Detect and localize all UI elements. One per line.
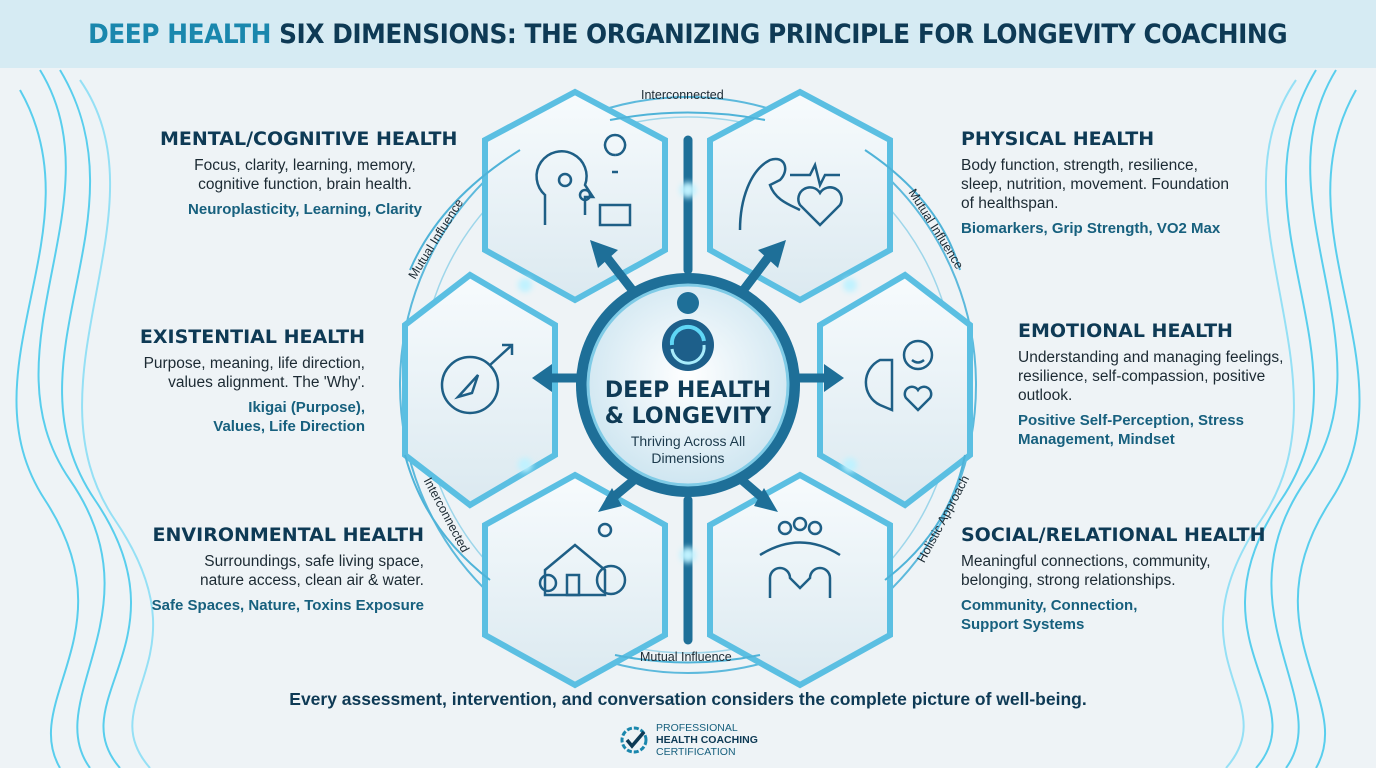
dimension-emotional: EMOTIONAL HEALTH Understanding and manag… <box>1018 320 1288 449</box>
dimension-tags: Ikigai (Purpose), Values, Life Direction <box>213 399 365 435</box>
dimension-physical: PHYSICAL HEALTH Body function, strength,… <box>961 128 1231 238</box>
header-banner: DEEP HEALTH SIX DIMENSIONS: THE ORGANIZI… <box>0 0 1376 68</box>
dimension-description: Body function, strength, resilience, sle… <box>961 157 1229 212</box>
dimension-title: EMOTIONAL HEALTH <box>1018 320 1233 342</box>
flexed-arm-heart-icon <box>738 157 843 231</box>
dimension-social: SOCIAL/RELATIONAL HEALTH Meaningful conn… <box>961 524 1266 634</box>
dimension-title: PHYSICAL HEALTH <box>961 128 1155 150</box>
center-title-line2: & LONGEVITY <box>604 404 772 429</box>
hexagon-mental <box>482 88 668 304</box>
hexagon-existential <box>402 271 558 509</box>
dimension-description: Surroundings, safe living space, nature … <box>199 553 424 589</box>
dimension-tags: Biomarkers, Grip Strength, VO2 Max <box>961 220 1221 237</box>
check-badge-icon <box>620 726 648 754</box>
center-hub: DEEP HEALTH & LONGEVITY Thriving Across … <box>588 378 788 467</box>
title-rest: SIX DIMENSIONS: THE ORGANIZING PRINCIPLE… <box>271 18 1288 50</box>
dimension-title: SOCIAL/RELATIONAL HEALTH <box>961 524 1266 546</box>
dimension-mental: MENTAL/COGNITIVE HEALTH Focus, clarity, … <box>160 128 458 219</box>
page-title: DEEP HEALTH SIX DIMENSIONS: THE ORGANIZI… <box>88 18 1288 50</box>
certification-logo: PROFESSIONAL HEALTH COACHING CERTIFICATI… <box>618 722 758 758</box>
center-subtitle: Thriving Across All Dimensions <box>630 433 746 466</box>
dimension-existential: EXISTENTIAL HEALTH Purpose, meaning, lif… <box>120 326 365 436</box>
spiral-person-logo-icon <box>662 292 714 371</box>
center-title-line1: DEEP HEALTH <box>604 378 772 403</box>
dimension-tags: Safe Spaces, Nature, Toxins Exposure <box>151 597 424 614</box>
brain-smiley-heart-icon <box>864 339 934 412</box>
dimension-title: EXISTENTIAL HEALTH <box>139 326 365 348</box>
logo-line1: PROFESSIONAL <box>656 722 738 734</box>
house-tree-globe-icon <box>538 522 627 597</box>
connection-arcs <box>404 111 966 664</box>
logo-line3: CERTIFICATION <box>656 746 736 758</box>
compass-icon <box>440 343 514 415</box>
dimension-description: Focus, clarity, learning, memory, cognit… <box>194 157 416 193</box>
dimension-title: MENTAL/COGNITIVE HEALTH <box>160 128 458 150</box>
dimension-description: Understanding and managing feelings, res… <box>1018 349 1284 404</box>
arrowheads <box>532 240 844 512</box>
footer-statement: Every assessment, intervention, and conv… <box>289 689 1087 709</box>
dimension-description: Purpose, meaning, life direction, values… <box>143 355 365 391</box>
hexagon-social <box>707 471 893 689</box>
hexagon-environmental <box>482 471 668 689</box>
left-wave-decoration <box>15 69 155 768</box>
dimension-environmental: ENVIRONMENTAL HEALTH Surroundings, safe … <box>150 524 424 615</box>
outer-ring <box>399 96 977 674</box>
title-accent: DEEP HEALTH <box>88 18 272 50</box>
arc-label-top: Interconnected <box>641 88 724 102</box>
arc-label-bottom: Mutual Influence <box>640 650 732 664</box>
dimension-tags: Positive Self-Perception, Stress Managem… <box>1018 412 1244 448</box>
dimension-title: ENVIRONMENTAL HEALTH <box>152 524 424 546</box>
logo-line2: HEALTH COACHING <box>656 734 758 746</box>
right-wave-decoration <box>1221 69 1361 768</box>
brain-gears-book-icon <box>535 133 632 227</box>
hexagon-emotional <box>817 271 973 509</box>
glow-nodes <box>518 182 857 563</box>
handshake-community-icon <box>759 516 841 598</box>
dimension-tags: Neuroplasticity, Learning, Clarity <box>188 201 422 218</box>
dimension-tags: Community, Connection, Support Systems <box>961 597 1138 633</box>
dimension-description: Meaningful connections, community, belon… <box>961 553 1211 589</box>
